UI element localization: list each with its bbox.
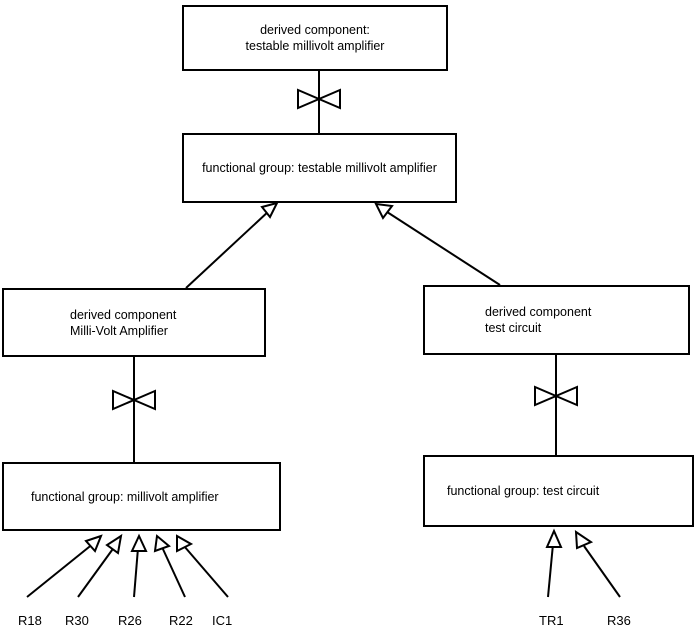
node-functional-group-test-circuit[interactable]: functional group: test circuit: [423, 455, 694, 527]
node-derived-milli-volt-amplifier[interactable]: derived component Milli-Volt Amplifier: [2, 288, 266, 357]
generalization-arrow-r30: [77, 533, 123, 598]
bowtie-icon: [534, 381, 578, 411]
leaf-label-r36[interactable]: R36: [607, 613, 631, 628]
leaf-label-tr1[interactable]: TR1: [539, 613, 564, 628]
leaf-label-r26[interactable]: R26: [118, 613, 142, 628]
generalization-arrow-r18: [26, 534, 103, 598]
generalization-arrow-r26: [130, 533, 148, 598]
realization-connector-left: [112, 357, 156, 462]
bowtie-icon: [297, 84, 341, 114]
realization-connector-top: [297, 71, 341, 133]
node-label: functional group: millivolt amplifier: [31, 489, 219, 504]
node-label: derived component test circuit: [485, 305, 592, 335]
bowtie-icon: [112, 385, 156, 415]
generalization-arrow-mva: [185, 201, 279, 289]
node-label: derived component Milli-Volt Amplifier: [70, 307, 177, 338]
realization-connector-right: [534, 355, 578, 455]
generalization-arrow-ic1: [176, 534, 229, 598]
node-functional-group-testable-millivolt-amplifier[interactable]: functional group: testable millivolt amp…: [182, 133, 457, 203]
node-derived-test-circuit[interactable]: derived component test circuit: [423, 285, 690, 355]
node-functional-group-millivolt-amplifier[interactable]: functional group: millivolt amplifier: [2, 462, 281, 531]
node-label: functional group: testable millivolt amp…: [202, 161, 437, 175]
leaf-label-ic1[interactable]: IC1: [212, 613, 233, 628]
node-label: functional group: test circuit: [447, 484, 600, 498]
node-label: derived component: testable millivolt am…: [245, 23, 385, 53]
node-derived-testable-millivolt-amplifier[interactable]: derived component: testable millivolt am…: [182, 5, 448, 71]
generalization-arrow-r22: [153, 534, 186, 598]
leaf-label-r22[interactable]: R22: [169, 613, 193, 628]
leaf-label-r18[interactable]: R18: [18, 613, 42, 628]
generalization-arrow-r36: [574, 530, 621, 598]
generalization-arrow-tr1: [545, 528, 563, 598]
generalization-arrow-test-circuit: [374, 202, 501, 286]
leaf-label-r30[interactable]: R30: [65, 613, 89, 628]
